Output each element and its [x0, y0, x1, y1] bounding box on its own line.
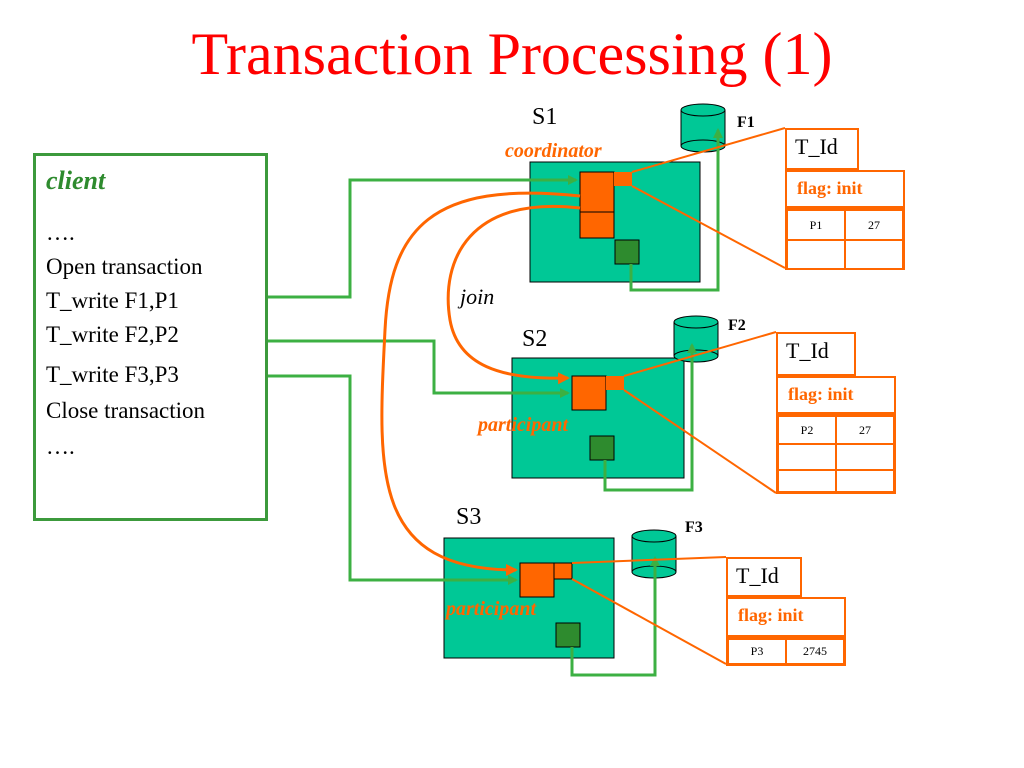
s3-flag-field: flag: init — [726, 597, 846, 637]
s2-flag-field: flag: init — [776, 376, 896, 414]
s3-participant-port — [553, 562, 573, 580]
server-s3-label: S3 — [456, 504, 482, 530]
s2-object-to-f2-arrow — [603, 343, 697, 492]
s1-flag-field: flag: init — [785, 170, 905, 208]
t-write-f3-arrow — [212, 374, 518, 585]
join-arrow-s3 — [380, 191, 581, 576]
t-write-f1-text: T_write F1,P1 — [46, 288, 179, 313]
s1-process-lower — [579, 211, 615, 239]
server-s2-label: S2 — [522, 326, 548, 352]
table-cell — [836, 444, 894, 470]
s3-to-table-line — [571, 578, 727, 665]
page-title: Transaction Processing (1) — [191, 21, 833, 87]
open-transaction-text: Open transaction — [46, 254, 203, 279]
table-cell: P2 — [778, 416, 836, 444]
table-cell: 2745 — [786, 639, 844, 664]
s2-to-f2-line — [623, 331, 777, 377]
t-write-f3-text: T_write F3,P3 — [46, 362, 179, 387]
client-ellipsis-top: …. — [46, 220, 75, 245]
s2-to-table-line — [623, 389, 777, 494]
s1-object — [614, 239, 640, 265]
s1-to-f1-line — [631, 127, 786, 173]
table-cell — [778, 470, 836, 492]
server-s3-box — [443, 537, 615, 659]
f1-label: F1 — [737, 114, 755, 131]
table-cell: P3 — [728, 639, 786, 664]
table-cell — [778, 444, 836, 470]
s3-participant-process — [519, 562, 555, 598]
join-label: join — [460, 284, 495, 309]
s3-role-label: participant — [446, 598, 537, 620]
client-ellipsis-bottom: …. — [46, 434, 75, 459]
f3-label: F3 — [685, 519, 703, 536]
t-write-f1-arrow — [222, 175, 578, 299]
client-label: client — [46, 166, 106, 195]
s2-role-label: participant — [478, 414, 569, 436]
s1-coordinator-port — [614, 172, 632, 186]
s1-tid-field: T_Id — [785, 128, 859, 170]
s2-record-table: P2 27 — [776, 414, 896, 494]
s2-tid-field: T_Id — [776, 332, 856, 376]
s3-object — [555, 622, 581, 648]
s2-participant-process — [571, 375, 607, 411]
join-arrow-s2 — [446, 204, 581, 385]
server-s1-label: S1 — [532, 104, 558, 130]
s1-object-to-f1-arrow — [629, 128, 723, 292]
s3-record-table: P3 2745 — [726, 637, 846, 666]
s1-to-table-line — [631, 185, 786, 269]
table-cell — [845, 240, 903, 270]
table-cell: P1 — [787, 210, 845, 240]
table-cell — [787, 240, 845, 270]
s3-object-to-f3-arrow — [570, 556, 660, 677]
f2-label: F2 — [728, 317, 746, 334]
s3-tid-field: T_Id — [726, 557, 802, 597]
client-box: client …. Open transaction T_write F1,P1… — [33, 153, 268, 521]
s2-object — [589, 435, 615, 461]
t-write-f2-text: T_write F2,P2 — [46, 322, 179, 347]
t-write-f2-arrow — [222, 339, 570, 398]
close-transaction-text: Close transaction — [46, 398, 206, 423]
table-cell: 27 — [845, 210, 903, 240]
table-cell — [836, 470, 894, 492]
s2-participant-port — [606, 376, 624, 390]
s1-record-table: P1 27 — [785, 208, 905, 270]
s1-coordinator-process — [579, 171, 615, 213]
table-cell: 27 — [836, 416, 894, 444]
s1-role-label: coordinator — [505, 140, 602, 162]
s3-to-f3-line — [571, 556, 727, 564]
